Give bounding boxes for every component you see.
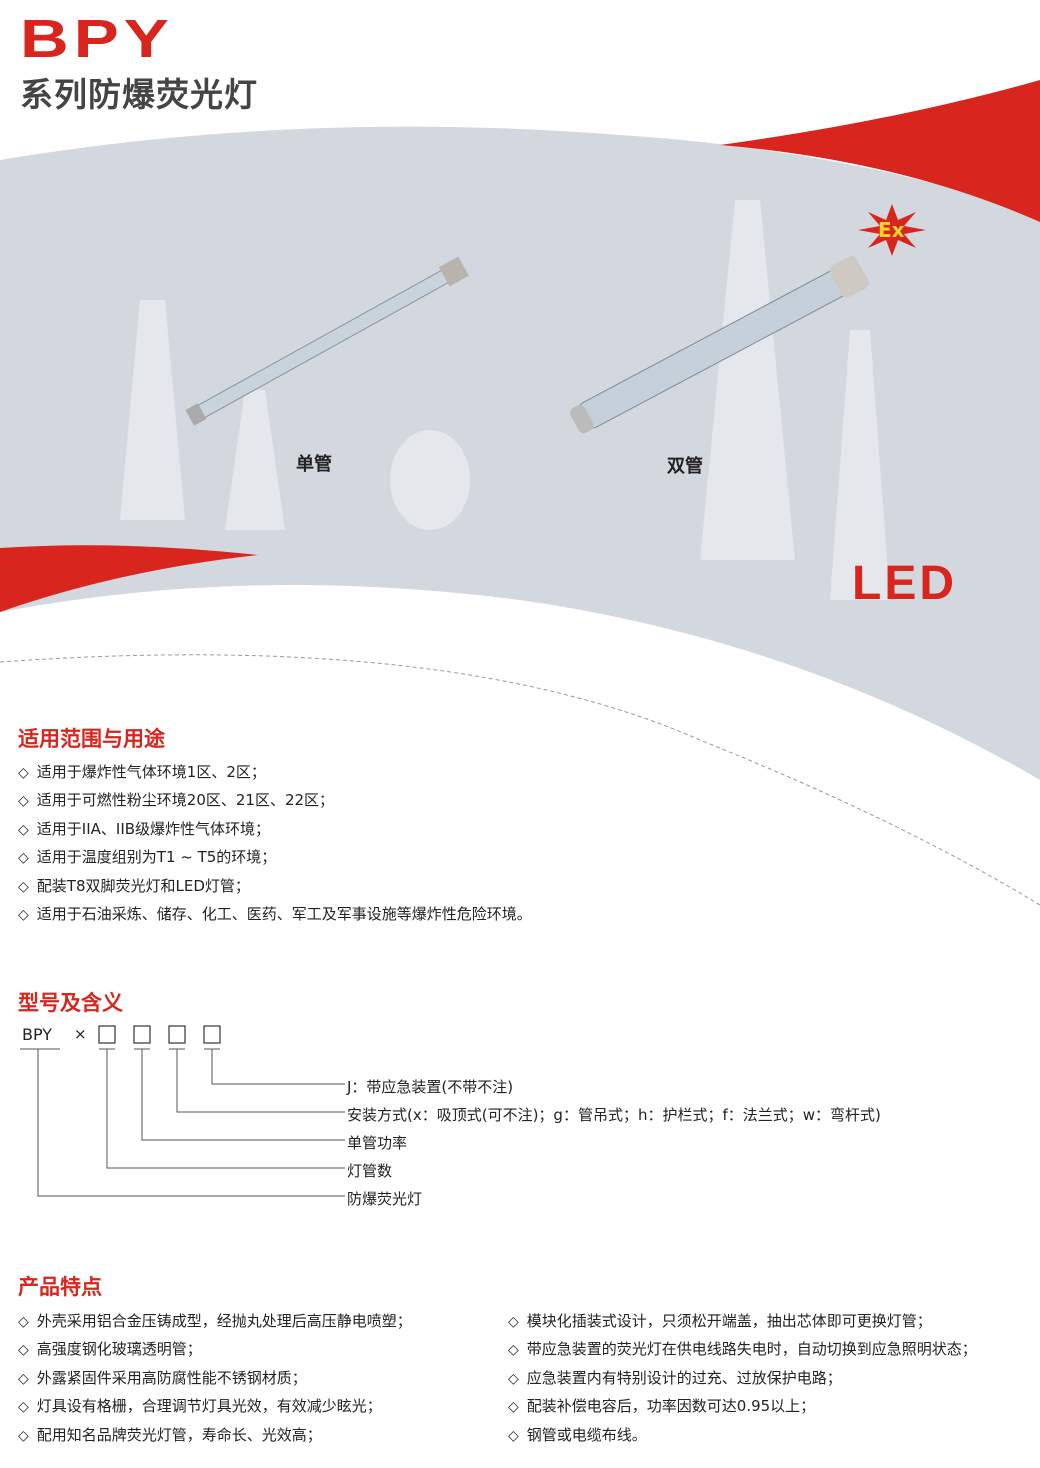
model-meaning-mounting: 安装方式(x：吸顶式(可不注)；g：管吊式；h：护栏式；f：法兰式；w：弯杆式): [347, 1106, 881, 1124]
diamond-bullet-icon: ◇: [18, 850, 29, 867]
model-heading: 型号及含义: [18, 991, 123, 1015]
diamond-bullet-icon: ◇: [18, 906, 29, 923]
single-tube-label: 单管: [296, 454, 332, 475]
model-times: ×: [74, 1025, 87, 1043]
dashed-curve: [0, 654, 1040, 906]
model-meaning-power: 单管功率: [347, 1134, 408, 1152]
red-swoosh-bottom: [0, 545, 258, 612]
list-item: ◇带应急装置的荧光灯在供电线路失电时，自动切换到应急照明状态；: [508, 1335, 977, 1363]
led-label: LED: [852, 557, 957, 610]
diamond-bullet-icon: ◇: [508, 1314, 519, 1330]
diamond-bullet-icon: ◇: [18, 878, 29, 895]
diamond-bullet-icon: ◇: [18, 1370, 29, 1387]
list-item: ◇适用于可燃性粉尘环境20区、21区、22区；: [18, 786, 532, 814]
list-item: ◇配用知名品牌荧光灯管，寿命长、光效高；: [18, 1421, 412, 1449]
diamond-bullet-icon: ◇: [18, 1399, 29, 1416]
single-tube-lamp: [185, 256, 469, 426]
diamond-bullet-icon: ◇: [18, 1314, 29, 1330]
double-tube-lamp: [570, 255, 869, 434]
list-item: ◇配装T8双脚荧光灯和LED灯管；: [18, 872, 532, 900]
diamond-bullet-icon: ◇: [18, 821, 29, 838]
list-item: ◇高强度钢化玻璃透明管；: [18, 1335, 412, 1363]
list-item: ◇应急装置内有特别设计的过充、过放保护电路；: [508, 1364, 977, 1392]
page-title: 系列防爆荧光灯: [20, 75, 258, 114]
list-item: ◇模块化插装式设计，只须松开端盖，抽出芯体即可更换灯管；: [508, 1307, 977, 1335]
diamond-bullet-icon: ◇: [18, 765, 29, 781]
diamond-bullet-icon: ◇: [18, 793, 29, 810]
diamond-bullet-icon: ◇: [508, 1342, 519, 1359]
list-item: ◇外露紧固件采用高防腐性能不锈钢材质；: [18, 1364, 412, 1392]
features-heading: 产品特点: [18, 1275, 102, 1299]
scope-list: ◇适用于爆炸性气体环境1区、2区； ◇适用于可燃性粉尘环境20区、21区、22区…: [18, 758, 532, 928]
list-item: ◇适用于温度组别为T1 ~ T5的环境；: [18, 843, 532, 871]
double-tube-label: 双管: [667, 456, 703, 477]
model-meaning-emergency: J：带应急装置(不带不注): [347, 1078, 514, 1096]
list-item: ◇灯具设有格栅，合理调节灯具光效，有效减少眩光；: [18, 1392, 412, 1420]
model-diagram: [20, 1025, 345, 1197]
list-item: ◇外壳采用铝合金压铸成型，经抛丸处理后高压静电喷塑；: [18, 1307, 412, 1335]
scope-heading: 适用范围与用途: [18, 727, 165, 751]
features-list-right: ◇模块化插装式设计，只须松开端盖，抽出芯体即可更换灯管； ◇带应急装置的荧光灯在…: [508, 1307, 977, 1449]
ex-badge-icon: [858, 204, 926, 256]
list-item: ◇适用于爆炸性气体环境1区、2区；: [18, 758, 532, 786]
list-item: ◇适用于石油采炼、储存、化工、医药、军工及军事设施等爆炸性危险环境。: [18, 900, 532, 928]
diamond-bullet-icon: ◇: [508, 1370, 519, 1387]
model-meaning-tube-count: 灯管数: [347, 1162, 393, 1180]
model-prefix: BPY: [22, 1025, 53, 1044]
oil-rig-silhouettes: [120, 200, 890, 600]
list-item: ◇配装补偿电容后，功率因数可达0.95以上；: [508, 1392, 977, 1420]
list-item: ◇适用于IIA、IIB级爆炸性气体环境；: [18, 815, 532, 843]
diamond-bullet-icon: ◇: [508, 1427, 519, 1444]
diamond-bullet-icon: ◇: [18, 1427, 29, 1444]
features-list-left: ◇外壳采用铝合金压铸成型，经抛丸处理后高压静电喷塑； ◇高强度钢化玻璃透明管； …: [18, 1307, 412, 1449]
red-swoosh-top: [720, 80, 1040, 222]
brand-logo: BPY: [20, 9, 174, 69]
diamond-bullet-icon: ◇: [508, 1399, 519, 1416]
model-meaning-product: 防爆荧光灯: [347, 1190, 423, 1208]
list-item: ◇钢管或电缆布线。: [508, 1421, 977, 1449]
hero-background: [0, 80, 1040, 906]
ex-badge-text: Ex: [878, 218, 905, 242]
diamond-bullet-icon: ◇: [18, 1342, 29, 1359]
